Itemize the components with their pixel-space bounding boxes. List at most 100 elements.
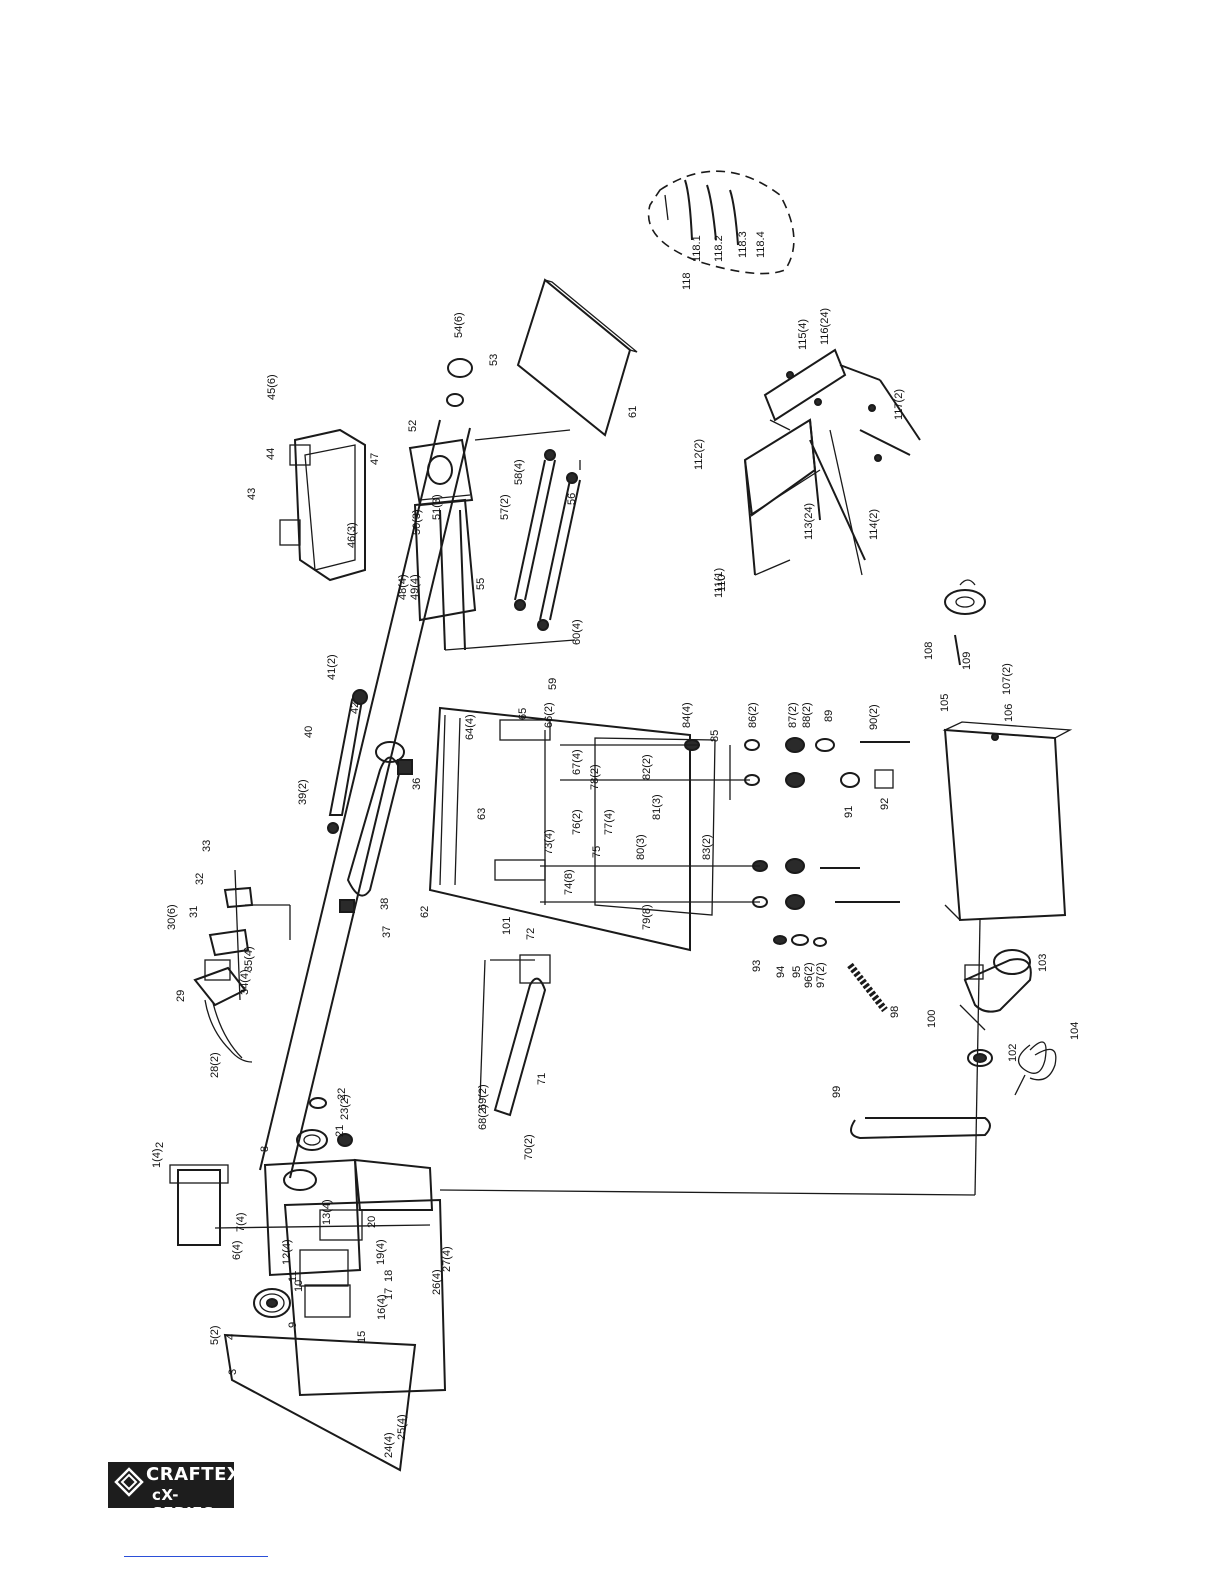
bed-rails: [214, 419, 981, 1229]
callout-39: 39(2): [297, 779, 309, 805]
callout-54: 54(6): [453, 312, 465, 338]
callout-10: 10: [293, 1280, 305, 1292]
side-panel: [223, 1333, 417, 1472]
callout-118-4: 118.4: [755, 231, 767, 258]
callout-68: 68(2): [477, 1104, 489, 1130]
callout-2: 2: [154, 1142, 166, 1148]
conveyor-table: [428, 706, 691, 952]
callout-19: 19(4): [375, 1239, 387, 1265]
callout-83: 83(2): [701, 834, 713, 860]
callout-25: 25(4): [396, 1414, 408, 1440]
drive-chain: [847, 962, 888, 1013]
callout-3: 3: [227, 1369, 239, 1375]
callout-41: 41(2): [326, 654, 338, 680]
callout-69: 69(2): [477, 1084, 489, 1110]
callout-102: 102: [1007, 1044, 1019, 1062]
table-board: [516, 278, 638, 437]
callout-52: 52: [407, 420, 419, 432]
callout-35: 35(4): [243, 946, 255, 972]
callout-112: 112(2): [693, 439, 705, 470]
callout-96: 96(2): [803, 962, 815, 988]
callout-38: 38: [379, 898, 391, 910]
callout-21: 21: [334, 1125, 346, 1137]
callout-106: 106: [1003, 704, 1015, 722]
callout-80: 80(3): [635, 834, 647, 860]
callout-43: 43: [246, 488, 258, 500]
brand-name: CRAFTEX: [146, 1464, 242, 1485]
callout-27: 27(4): [441, 1246, 453, 1272]
callout-108: 108: [923, 642, 935, 660]
callout-12: 12(4): [281, 1239, 293, 1265]
callout-77: 77(4): [603, 809, 615, 835]
callout-26: 26(4): [431, 1269, 443, 1295]
callout-75: 75: [591, 846, 603, 858]
callout-74: 74(8): [563, 869, 575, 895]
callout-15: 15: [356, 1331, 368, 1343]
callout-63: 63: [476, 808, 488, 820]
callout-100: 100: [926, 1010, 938, 1028]
callout-37: 37: [381, 926, 393, 938]
callout-85: 85: [709, 730, 721, 742]
callout-59: 59: [547, 678, 559, 690]
dust-hood: [279, 428, 366, 582]
callout-97: 97(2): [815, 962, 827, 988]
callout-56: 56: [566, 493, 578, 505]
callout-111: 111(1): [713, 568, 725, 598]
callout-13: 13(4): [321, 1199, 333, 1225]
brand-series: cX-SERIES: [152, 1486, 215, 1522]
callout-105: 105: [939, 694, 951, 712]
callout-61: 61: [627, 406, 639, 418]
callout-98: 98: [889, 1006, 901, 1018]
callout-4: 4: [225, 1334, 237, 1340]
drive-belt: [850, 1117, 991, 1140]
callout-89: 89: [823, 710, 835, 722]
callout-86: 86(2): [747, 702, 759, 728]
callout-73: 73(4): [543, 829, 555, 855]
callout-104: 104: [1069, 1022, 1081, 1040]
callout-94: 94: [775, 966, 787, 978]
motor-pulley: [967, 1049, 993, 1067]
callout-48: 48(4): [397, 574, 409, 600]
callout-8: 8: [259, 1146, 271, 1152]
craftex-diamond-icon: [114, 1467, 144, 1497]
callout-16: 16(4): [376, 1294, 388, 1320]
callout-78: 78(2): [589, 764, 601, 790]
callout-79: 79(8): [641, 904, 653, 930]
lead-screw: [954, 634, 961, 666]
callout-64: 64(4): [464, 714, 476, 740]
callout-92: 92: [879, 798, 891, 810]
motor-unit: [193, 869, 253, 1063]
drive-pulley: [253, 1288, 291, 1318]
callout-114: 114(2): [868, 509, 880, 540]
callout-118-1: 118.1: [691, 235, 703, 262]
accessory-bubble: [647, 170, 795, 275]
callout-81: 81(3): [651, 794, 663, 820]
callout-50: 50(3): [411, 509, 423, 535]
callout-17: 17: [383, 1288, 395, 1300]
callout-22a: 22: [336, 1088, 348, 1100]
callout-29: 29: [175, 990, 187, 1002]
control-box: [942, 721, 1073, 922]
callout-34: 34(4): [239, 969, 251, 995]
lower-washers: [296, 1097, 353, 1151]
callout-23: 23(2): [339, 1094, 351, 1120]
callout-58: 58(4): [513, 459, 525, 485]
callout-118: 118: [681, 272, 693, 290]
callout-65: 65: [517, 708, 529, 720]
callout-84: 84(4): [681, 702, 693, 728]
callout-55: 55: [475, 578, 487, 590]
callout-53: 53: [488, 354, 500, 366]
callout-45: 45(6): [266, 374, 278, 400]
callout-118-2: 118.2: [713, 235, 725, 262]
callout-76: 76(2): [571, 809, 583, 835]
callout-91: 91: [843, 806, 855, 818]
callout-20: 20: [366, 1216, 378, 1228]
callout-103: 103: [1037, 954, 1049, 972]
callout-33a: 33: [201, 840, 213, 852]
callout-60: 60(4): [571, 619, 583, 645]
callout-113: 113(24): [803, 503, 815, 540]
callout-90a: 90(2): [868, 704, 880, 730]
callout-28: 28(2): [209, 1052, 221, 1078]
callout-71: 71: [536, 1073, 548, 1085]
